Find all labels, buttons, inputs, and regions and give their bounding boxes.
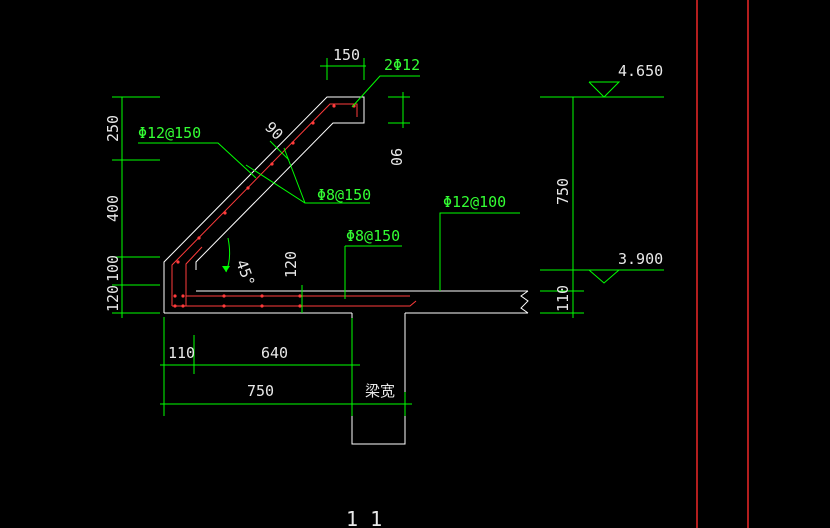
section-title: 1_1 [346, 507, 382, 528]
label-slab-main: Φ12@100 [443, 193, 506, 211]
angle-label: 45° [232, 257, 258, 289]
dim-bottom-640: 640 [261, 344, 288, 362]
dim-beam-width: 梁宽 [365, 382, 395, 400]
dim-bottom-750: 750 [247, 382, 274, 400]
elevation-top: 4.650 [618, 62, 663, 80]
label-slant-dist: Φ12@150 [138, 124, 201, 142]
elevation-bottom: 3.900 [618, 250, 663, 268]
dim-left-100: 100 [104, 255, 122, 282]
dim-left-250: 250 [104, 115, 122, 142]
label-slant-stirrup: Φ8@150 [317, 186, 371, 204]
dim-left-400: 400 [104, 195, 122, 222]
dimension-labels: 150 2Φ12 90 90 Φ12@150 Φ8@150 Φ8@150 Φ12… [104, 46, 663, 528]
dimension-lines [112, 58, 664, 416]
dim-inner-120: 120 [282, 251, 300, 278]
dim-right-110: 110 [554, 285, 572, 312]
dim-left-120: 120 [104, 285, 122, 312]
dim-top-width: 150 [333, 46, 360, 64]
dim-right-750: 750 [554, 178, 572, 205]
dim-slant-thickness: 90 [261, 118, 287, 144]
dim-bottom-110: 110 [168, 344, 195, 362]
drawing-frame [696, 0, 749, 528]
rebar-layout [171, 103, 417, 308]
concrete-outline [163, 96, 529, 445]
label-top-bars: 2Φ12 [384, 56, 420, 74]
label-slab-dist: Φ8@150 [346, 227, 400, 245]
dim-lip-height: 90 [387, 148, 405, 166]
